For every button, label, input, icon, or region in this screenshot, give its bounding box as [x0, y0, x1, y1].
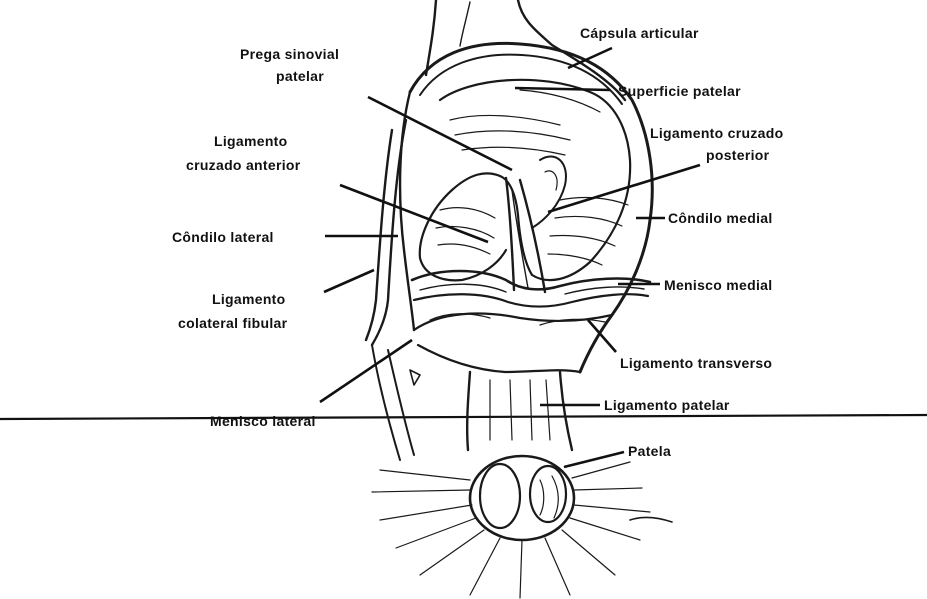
leader-patela — [564, 452, 624, 467]
label-lca-line2: cruzado anterior — [186, 157, 301, 173]
fibula-and-collateral — [366, 120, 420, 460]
label-lcf-line1: Ligamento — [212, 291, 285, 307]
leader-lcf — [324, 270, 374, 292]
label-capsula-articular: Cápsula articular — [580, 25, 699, 41]
patellar-ligament — [467, 372, 572, 450]
femoral-condyles — [420, 80, 630, 281]
label-prega-sinovial-line2: patelar — [276, 68, 324, 84]
patella-bone — [470, 456, 574, 540]
label-prega-sinovial-line1: Prega sinovial — [240, 46, 339, 62]
label-lcp-line1: Ligamento cruzado — [650, 125, 783, 141]
leader-prega — [368, 97, 512, 170]
label-superficie-patelar: Superficie patelar — [618, 83, 741, 99]
label-ligamento-transverso: Ligamento transverso — [620, 355, 772, 371]
label-lcp-line2: posterior — [706, 147, 770, 163]
label-menisco-medial: Menisco medial — [664, 277, 772, 293]
label-condilo-medial: Côndilo medial — [668, 210, 773, 226]
label-ligamento-patelar: Ligamento patelar — [604, 397, 730, 413]
label-lca-line1: Ligamento — [214, 133, 287, 149]
articular-capsule — [400, 43, 652, 372]
femur-shaft — [426, 0, 625, 100]
label-lcf-line2: colateral fibular — [178, 315, 288, 331]
leader-superficie — [515, 88, 610, 90]
label-patela: Patela — [628, 443, 671, 459]
cruciate-ligaments — [506, 156, 566, 292]
labels: Cápsula articular Superficie patelar Pre… — [172, 25, 783, 459]
label-condilo-lateral: Côndilo lateral — [172, 229, 274, 245]
leader-lca — [340, 185, 488, 242]
menisci-and-tibia — [412, 271, 650, 372]
radiating-fibers — [372, 462, 672, 598]
label-menisco-lateral: Menisco lateral — [210, 413, 316, 429]
horizontal-divider-line — [0, 415, 927, 419]
